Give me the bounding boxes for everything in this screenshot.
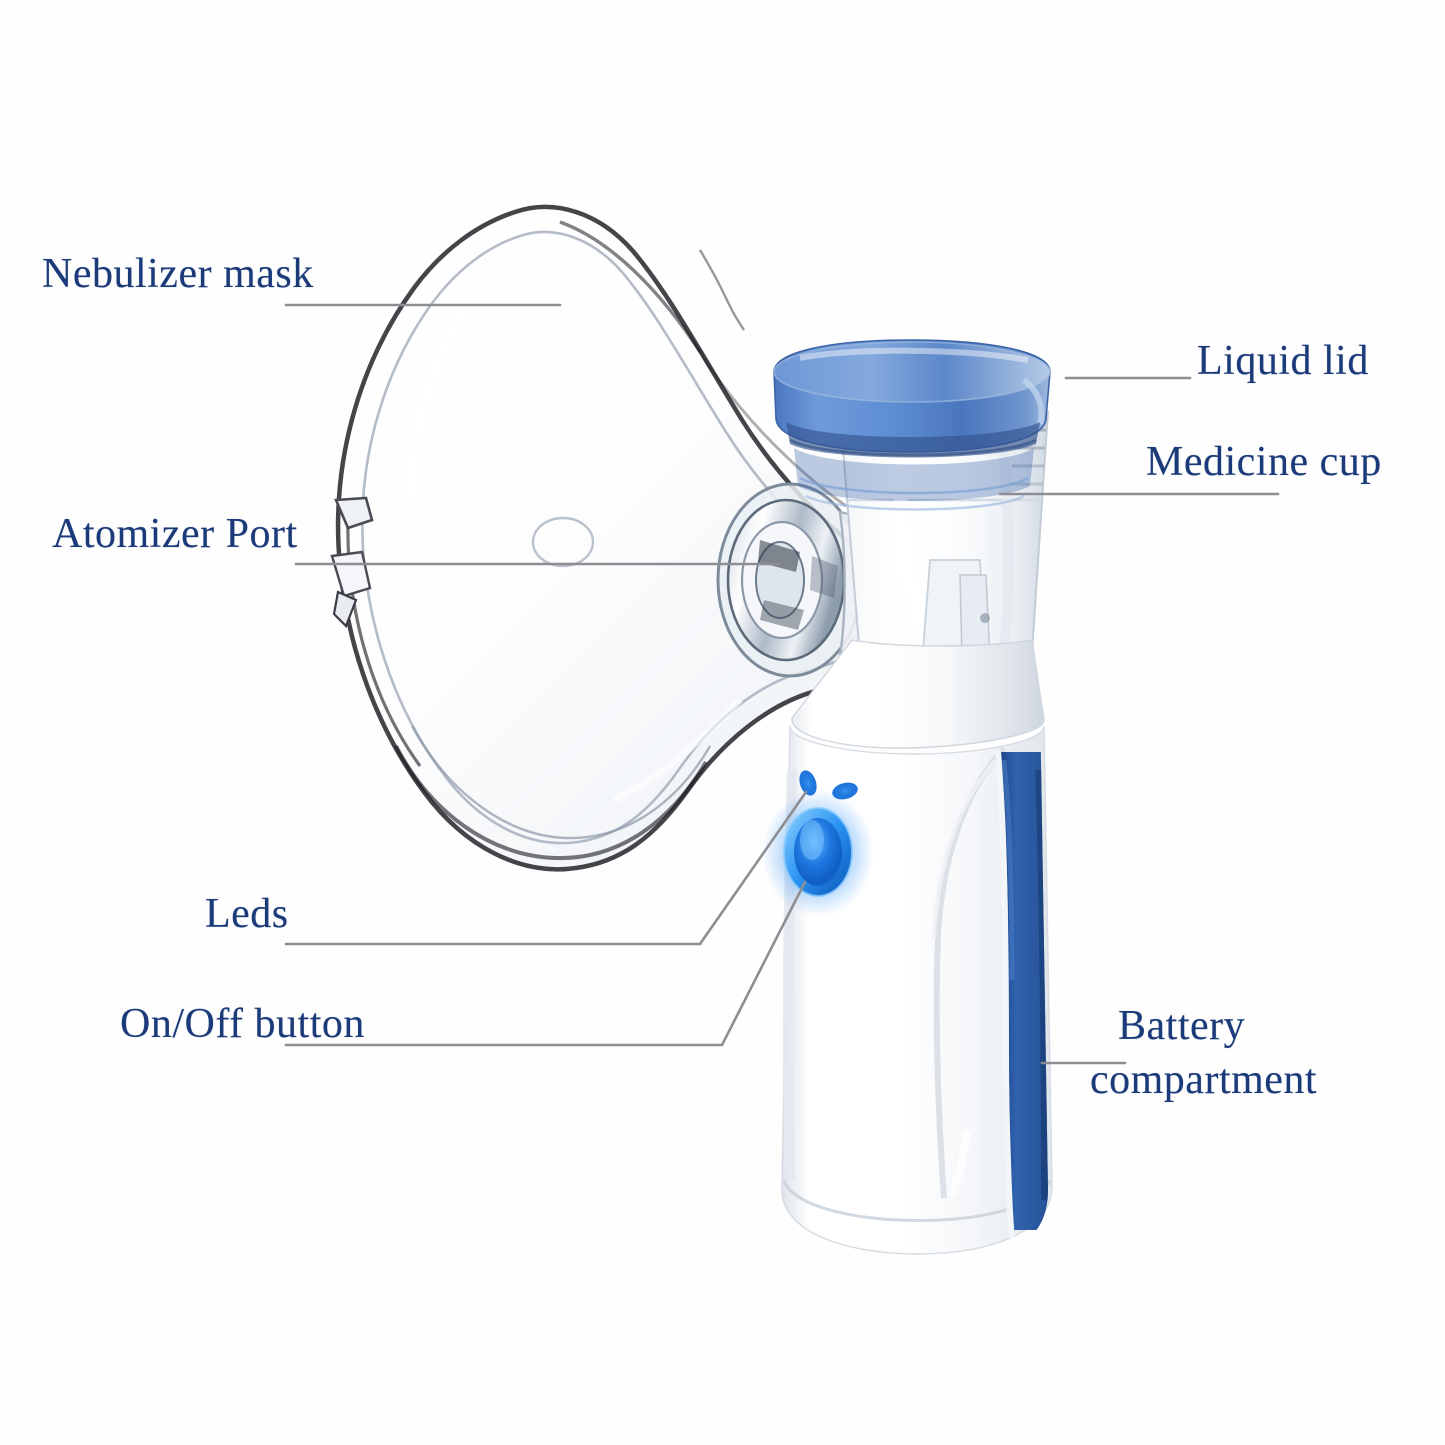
- label-battery-compartment: Battery compartment: [1090, 1000, 1418, 1108]
- label-battery-line2: compartment: [1090, 1056, 1318, 1103]
- label-atomizer-port: Atomizer Port: [52, 511, 298, 557]
- label-on-off-button: On/Off button: [120, 1001, 365, 1047]
- leader-lines: [284, 303, 1280, 1065]
- label-medicine-cup: Medicine cup: [1146, 439, 1382, 485]
- leader-leds: [284, 790, 808, 946]
- leader-on-off-button: [284, 880, 807, 1047]
- label-nebulizer-mask: Nebulizer mask: [42, 251, 314, 297]
- label-leds: Leds: [205, 891, 289, 937]
- on-off-button-shape: [762, 789, 874, 917]
- label-battery-line1: Battery: [1118, 1003, 1246, 1049]
- liquid-lid-shape: [773, 339, 1051, 511]
- nebulizer-mask-shape: [330, 204, 910, 872]
- device-body-shape: [762, 639, 1053, 1255]
- label-liquid-lid: Liquid lid: [1197, 338, 1369, 384]
